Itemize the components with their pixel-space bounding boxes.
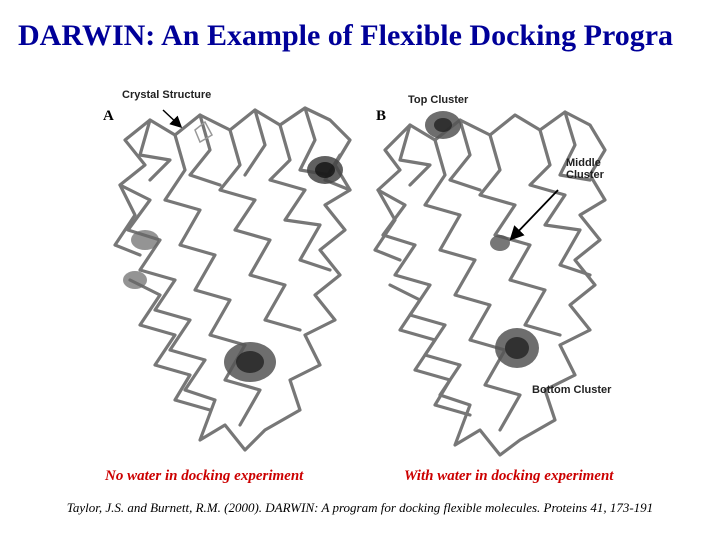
ligand-clusters-a	[123, 120, 343, 382]
slide-title: DARWIN: An Example of Flexible Docking P…	[18, 19, 674, 52]
crystal-arrow	[162, 109, 183, 129]
top-cluster-label: Top Cluster	[408, 94, 469, 106]
middle-cluster-label-line1: Middle	[566, 157, 601, 169]
protein-backbone-a	[113, 106, 352, 452]
bottom-cluster-label: Bottom Cluster	[532, 384, 612, 396]
panel-a-letter: A	[103, 108, 114, 124]
middle-cluster-label-line2: Cluster	[566, 169, 604, 181]
panel-b-caption: With water in docking experiment	[404, 468, 614, 484]
panel-b-letter: B	[376, 108, 387, 124]
ligand-clusters-b	[425, 111, 539, 368]
panel-a-caption: No water in docking experiment	[105, 468, 304, 484]
crystal-structure-label: Crystal Structure	[122, 89, 212, 101]
docking-figure: A Crystal Structure B Top Cluster Middle…	[0, 80, 720, 460]
middle-cluster-arrow	[509, 189, 559, 241]
citation: Taylor, J.S. and Burnett, R.M. (2000). D…	[66, 500, 654, 515]
